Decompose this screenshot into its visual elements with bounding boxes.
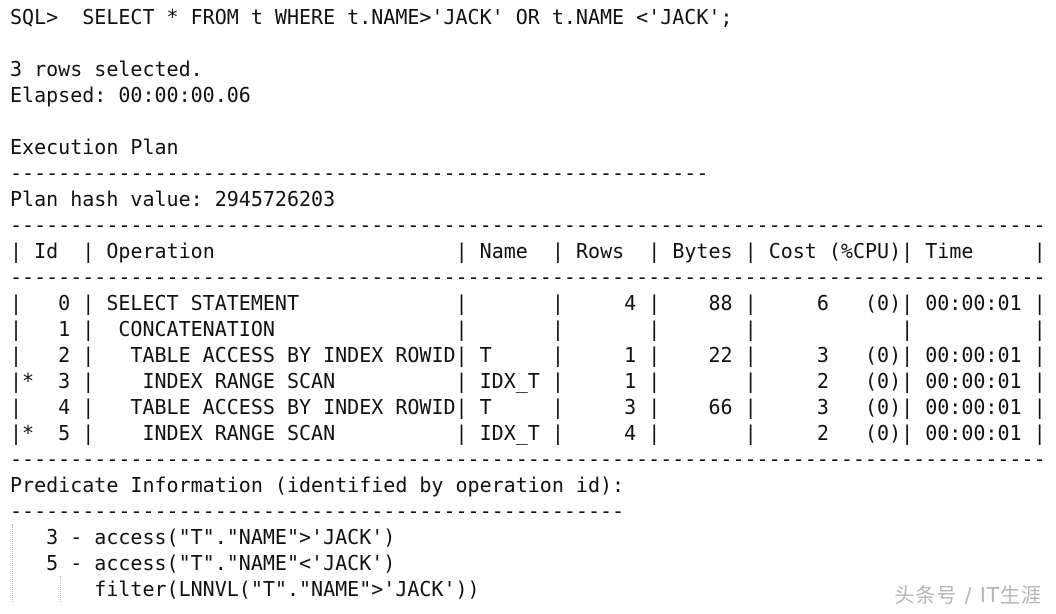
predicate-line: filter(LNNVL("T"."NAME">'JACK')) [10,577,480,601]
row-cost: 6 [768,291,829,315]
divider: ----------------------------------------… [10,265,1046,289]
plan-row: | 0 | SELECT STATEMENT | | 4 | 88 | 6 (0… [10,291,1046,315]
indent-guide [60,576,61,602]
row-id: 0 [34,291,71,315]
header-name: Name [479,239,552,263]
predicate-marker: * [22,421,35,445]
row-rows: 1 [563,369,637,393]
row-time: 00:00:01 [925,291,1022,315]
row-name [480,291,552,315]
row-rows: 4 [563,421,637,445]
row-bytes: 22 [660,343,733,367]
row-name: T [479,343,552,367]
row-operation: TABLE ACCESS BY INDEX ROWID [106,395,456,419]
row-name: IDX_T [479,421,552,445]
row-time: 00:00:01 [925,395,1022,419]
plan-row: |* 5 | INDEX RANGE SCAN | IDX_T | 4 | | … [10,421,1046,445]
divider: ----------------------------------------… [10,161,709,185]
plan-table-body: | 0 | SELECT STATEMENT | | 4 | 88 | 6 (0… [10,290,1046,446]
row-cpu: (0) [865,421,902,445]
plan-table-header: | Id | Operation | Name | Rows | Bytes |… [10,239,1046,263]
row-bytes: 66 [660,395,733,419]
watermark: 头条号 / IT生涯 [894,583,1042,607]
row-cost: 2 [768,369,829,393]
indent-guide [12,524,13,602]
row-id: 3 [34,369,71,393]
row-rows: 3 [563,395,637,419]
row-id: 5 [34,421,71,445]
terminal-output: SQL> SELECT * FROM t WHERE t.NAME>'JACK'… [10,4,1046,602]
row-cpu: (0) [865,343,902,367]
header-bytes: Bytes [672,239,745,263]
row-time: 00:00:01 [925,369,1022,393]
row-rows: 1 [563,343,637,367]
row-id: 1 [34,317,71,341]
row-bytes [660,317,732,341]
predicate-marker [22,317,34,341]
row-bytes [660,421,732,445]
predicate-line: 5 - access("T"."NAME"<'JACK') [10,551,396,575]
row-bytes [660,369,732,393]
plan-hash-value: Plan hash value: 2945726203 [10,187,336,211]
plan-row: | 4 | TABLE ACCESS BY INDEX ROWID| T | 3… [10,395,1046,419]
elapsed-time: Elapsed: 00:00:00.06 [10,83,251,107]
row-cpu [865,317,901,341]
predicate-marker [22,395,34,419]
row-cpu: (0) [865,395,902,419]
row-operation: CONCATENATION [106,317,456,341]
row-cost: 3 [768,343,829,367]
sql-command-line: SQL> SELECT * FROM t WHERE t.NAME>'JACK'… [10,5,733,29]
row-name: IDX_T [479,369,552,393]
header-operation: Operation [106,239,456,263]
row-time: 00:00:01 [925,421,1022,445]
row-operation: INDEX RANGE SCAN [106,421,456,445]
row-operation: INDEX RANGE SCAN [106,369,456,393]
row-rows [564,317,636,341]
rows-selected: 3 rows selected. [10,57,203,81]
header-id: Id [34,239,83,263]
predicate-title: Predicate Information (identified by ope… [10,473,625,497]
predicate-list: 3 - access("T"."NAME">'JACK') 5 - access… [10,524,1046,602]
predicate-marker [22,343,34,367]
row-name [480,317,552,341]
row-cpu: (0) [865,369,902,393]
predicate-marker: * [22,369,35,393]
plan-row: | 1 | CONCATENATION | | | | | | [10,317,1046,341]
predicate-marker [22,291,34,315]
execution-plan-title: Execution Plan [10,135,179,159]
divider: ----------------------------------------… [10,447,1046,471]
row-bytes: 88 [660,291,733,315]
row-cost: 2 [768,421,829,445]
header-time: Time [925,239,1034,263]
row-time [925,317,1021,341]
row-operation: TABLE ACCESS BY INDEX ROWID [106,343,456,367]
row-cpu: (0) [865,291,902,315]
row-id: 4 [34,395,71,419]
row-time: 00:00:01 [925,343,1022,367]
header-cost: Cost (%CPU) [768,239,902,263]
divider: ----------------------------------------… [10,213,1046,237]
plan-row: |* 3 | INDEX RANGE SCAN | IDX_T | 1 | | … [10,369,1046,393]
predicate-line: 3 - access("T"."NAME">'JACK') [10,525,396,549]
plan-row: | 2 | TABLE ACCESS BY INDEX ROWID| T | 1… [10,343,1046,367]
row-cost: 3 [768,395,829,419]
row-name: T [479,395,552,419]
header-rows: Rows [576,239,649,263]
row-operation: SELECT STATEMENT [106,291,456,315]
row-rows: 4 [563,291,637,315]
divider: ----------------------------------------… [10,499,625,523]
row-cost [769,317,829,341]
row-id: 2 [34,343,71,367]
